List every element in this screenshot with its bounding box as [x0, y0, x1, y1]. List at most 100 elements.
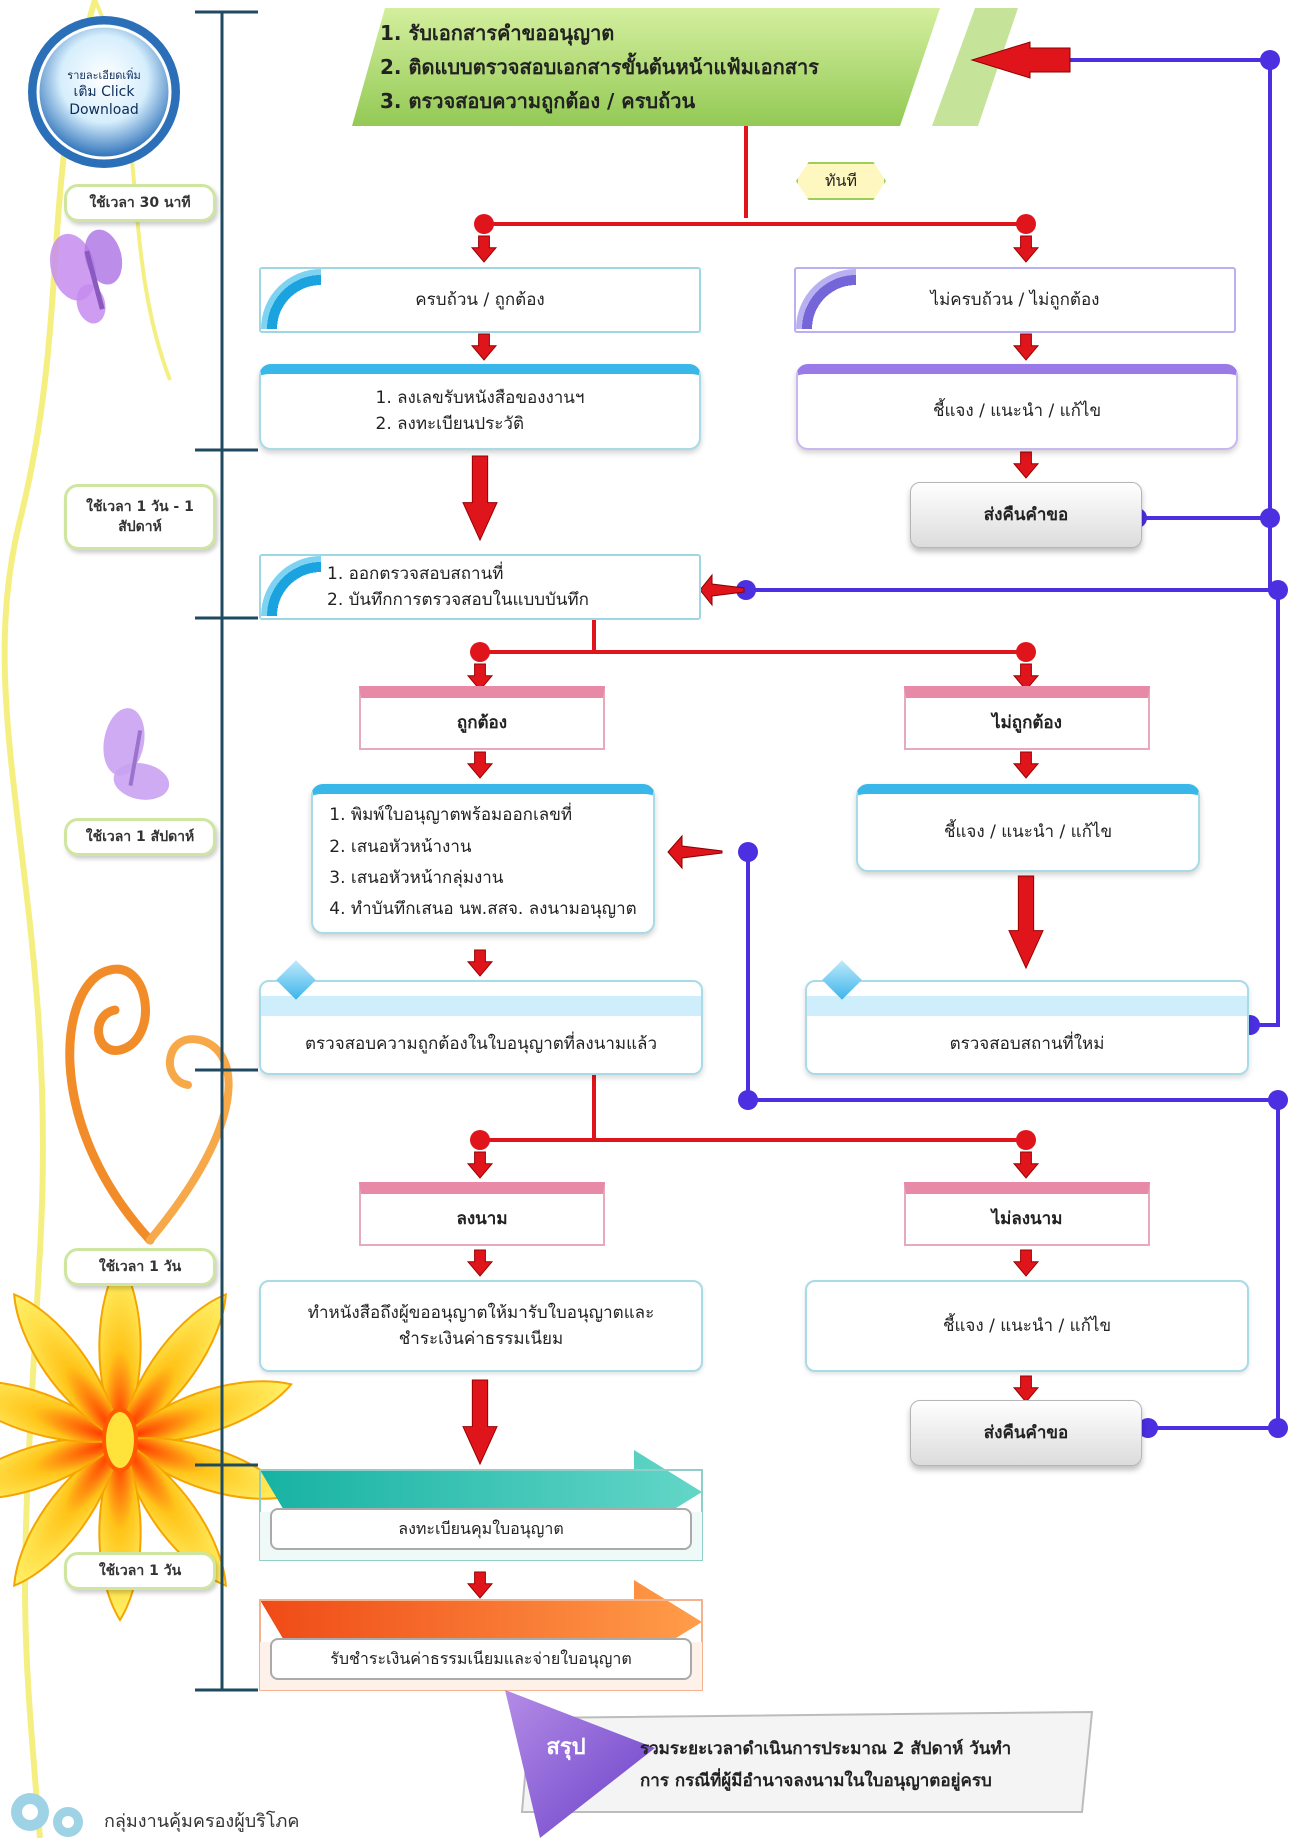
arrow-down-icon	[1012, 451, 1040, 479]
footer-department: กลุ่มงานคุ้มครองผู้บริโภค	[104, 1808, 354, 1836]
explain-box-3: ชี้แจง / แนะนำ / แก้ไข	[805, 1280, 1249, 1372]
start-box-tab	[932, 8, 1018, 126]
summary-line: การ กรณีที่ผู้มีอำนาจลงนามในใบอนุญาตอยู่…	[640, 1771, 992, 1791]
arrow-down-icon	[466, 949, 494, 977]
time-label-text: ใช้เวลา 1 วัน - 1	[86, 498, 194, 515]
arrow-down-icon	[462, 1379, 498, 1466]
download-badge-line3: Download	[69, 102, 139, 119]
decorative-swirl	[65, 964, 233, 1245]
reinspect-label: ตรวจสอบสถานที่ใหม่	[949, 1034, 1105, 1055]
correct-box: ถูกต้อง	[359, 686, 605, 750]
time-label-text: ใช้เวลา 30 นาที	[89, 194, 191, 211]
arrow-down-icon	[466, 1151, 494, 1179]
not-signed-label: ไม่ลงนาม	[991, 1208, 1063, 1229]
complete-box: ครบถ้วน / ถูกต้อง	[259, 267, 701, 333]
arrow-down-icon	[466, 663, 494, 691]
signed-box: ลงนาม	[359, 1182, 605, 1246]
time-label-30min: ใช้เวลา 30 นาที	[64, 184, 216, 222]
register-control-box: ลงทะเบียนคุมใบอนุญาต	[270, 1508, 692, 1550]
site-inspection-box: 1. ออกตรวจสอบสถานที่ 2. บันทึกการตรวจสอบ…	[259, 554, 701, 620]
correct-label: ถูกต้อง	[456, 712, 508, 733]
time-label-1day-final: ใช้เวลา 1 วัน	[64, 1552, 216, 1590]
payment-box: รับชำระเงินค่าธรรมเนียมและจ่ายใบอนุญาต	[270, 1638, 692, 1680]
gear-icon	[11, 1793, 83, 1837]
butterfly-icon	[49, 229, 123, 324]
arrow-down-icon	[1012, 1151, 1040, 1179]
summary-panel	[505, 1690, 1094, 1838]
return-request-label: ส่งคืนคำขอ	[983, 504, 1069, 525]
incorrect-label: ไม่ถูกต้อง	[992, 712, 1062, 733]
arrow-down-icon	[466, 1249, 494, 1277]
arrow-down-icon	[466, 751, 494, 779]
register-control-label: ลงทะเบียนคุมใบอนุญาต	[398, 1518, 564, 1538]
start-item: 2. ติดแบบตรวจสอบเอกสารขั้นต้นหน้าแฟ้มเอก…	[380, 55, 819, 79]
reinspect-box: ตรวจสอบสถานที่ใหม่	[805, 980, 1249, 1075]
print-item: 4. ทำบันทึกเสนอ นพ.สสจ. ลงนามอนุญาต	[329, 899, 637, 920]
payment-label: รับชำระเงินค่าธรรมเนียมและจ่ายใบอนุญาต	[330, 1648, 632, 1668]
arrow-down-icon	[1008, 875, 1044, 970]
arrow-down-icon	[1012, 235, 1040, 263]
start-item: 3. ตรวจสอบความถูกต้อง / ครบถ้วน	[380, 89, 696, 113]
explain-label: ชี้แจง / แนะนำ / แก้ไข	[942, 1315, 1112, 1336]
arrow-down-icon	[1012, 751, 1040, 779]
time-label-text: ใช้เวลา 1 วัน	[98, 1258, 182, 1275]
explain-box-1: ชี้แจง / แนะนำ / แก้ไข	[796, 364, 1238, 450]
time-label-1day: ใช้เวลา 1 วัน	[64, 1248, 216, 1286]
download-badge-line1: รายละเอียดเพิ่ม	[67, 68, 141, 82]
print-item: 2. เสนอหัวหน้างาน	[329, 836, 472, 857]
register-receipt-box: 1. ลงเลขรับหนังสือของงานฯ 2. ลงทะเบียนปร…	[259, 364, 701, 450]
verify-signed-label: ตรวจสอบความถูกต้องในใบอนุญาตที่ลงนามแล้ว	[305, 1034, 657, 1055]
butterfly-icon	[103, 708, 170, 800]
summary-tag-text: สรุป	[546, 1734, 586, 1760]
print-license-box: 1. พิมพ์ใบอนุญาตพร้อมออกเลขที่ 2. เสนอหั…	[311, 784, 655, 934]
arrow-down-icon	[1012, 1249, 1040, 1277]
summary-text: รวมระยะเวลาดำเนินการประมาณ 2 สัปดาห์ วัน…	[640, 1724, 1070, 1806]
print-item: 3. เสนอหัวหน้ากลุ่มงาน	[329, 868, 504, 888]
signed-label: ลงนาม	[456, 1208, 508, 1229]
summary-tag: สรุป	[526, 1728, 606, 1768]
time-label-text: ใช้เวลา 1 วัน	[98, 1562, 182, 1579]
red-arrows	[462, 235, 1044, 1599]
notify-line: ชำระเงินค่าธรรมเนียม	[398, 1329, 564, 1349]
explain-box-2: ชี้แจง / แนะนำ / แก้ไข	[856, 784, 1200, 872]
return-request-button-2[interactable]: ส่งคืนคำขอ	[910, 1400, 1142, 1466]
incomplete-box: ไม่ครบถ้วน / ไม่ถูกต้อง	[794, 267, 1236, 333]
arrow-down-icon	[1012, 333, 1040, 361]
inspect-item: 1. ออกตรวจสอบสถานที่	[327, 563, 504, 584]
complete-label: ครบถ้วน / ถูกต้อง	[415, 289, 545, 310]
incomplete-label: ไม่ครบถ้วน / ไม่ถูกต้อง	[930, 289, 1100, 310]
arrow-down-icon	[1012, 1375, 1040, 1403]
download-badge-label[interactable]: รายละเอียดเพิ่ม เติม Click Download	[50, 58, 158, 130]
footer-text: กลุ่มงานคุ้มครองผู้บริโภค	[104, 1811, 300, 1833]
not-signed-box: ไม่ลงนาม	[904, 1182, 1150, 1246]
start-item: 1. รับเอกสารคำขออนุญาต	[380, 21, 615, 45]
red-connectors	[480, 126, 1026, 1142]
arrow-down-icon	[466, 1571, 494, 1599]
immediate-tag-text: ทันที	[824, 170, 858, 190]
red-junctions	[470, 214, 1036, 1150]
inspect-item: 2. บันทึกการตรวจสอบในแบบบันทึก	[327, 590, 589, 610]
incorrect-box: ไม่ถูกต้อง	[904, 686, 1150, 750]
verify-signed-box: ตรวจสอบความถูกต้องในใบอนุญาตที่ลงนามแล้ว	[259, 980, 703, 1075]
register-item: 2. ลงทะเบียนประวัติ	[375, 414, 525, 434]
arrow-down-icon	[470, 333, 498, 361]
time-label-text: ใช้เวลา 1 สัปดาห์	[85, 828, 195, 845]
time-label-1day-1week: ใช้เวลา 1 วัน - 1 สัปดาห์	[64, 484, 216, 550]
download-badge-line2: เติม Click	[73, 83, 135, 100]
timeline-axis	[195, 10, 258, 1692]
explain-label: ชี้แจง / แนะนำ / แก้ไข	[943, 821, 1113, 842]
arrow-down-icon	[462, 455, 498, 542]
download-badge	[28, 16, 180, 168]
register-item: 1. ลงเลขรับหนังสือของงานฯ	[375, 387, 585, 408]
notify-line: ทำหนังสือถึงผู้ขออนุญาตให้มารับใบอนุญาตแ…	[307, 1302, 655, 1323]
explain-label: ชี้แจง / แนะนำ / แก้ไข	[932, 400, 1102, 421]
return-request-button-1[interactable]: ส่งคืนคำขอ	[910, 482, 1142, 548]
summary-line: รวมระยะเวลาดำเนินการประมาณ 2 สัปดาห์ วัน…	[640, 1738, 1012, 1759]
start-box	[352, 8, 940, 126]
notify-applicant-box: ทำหนังสือถึงผู้ขออนุญาตให้มารับใบอนุญาตแ…	[259, 1280, 703, 1372]
start-box-text: 1. รับเอกสารคำขออนุญาต 2. ติดแบบตรวจสอบเ…	[380, 14, 900, 120]
return-request-label: ส่งคืนคำขอ	[983, 1422, 1069, 1443]
arrow-left-icon	[667, 41, 1071, 870]
arrow-down-icon	[470, 235, 498, 263]
print-item: 1. พิมพ์ใบอนุญาตพร้อมออกเลขที่	[329, 805, 573, 826]
